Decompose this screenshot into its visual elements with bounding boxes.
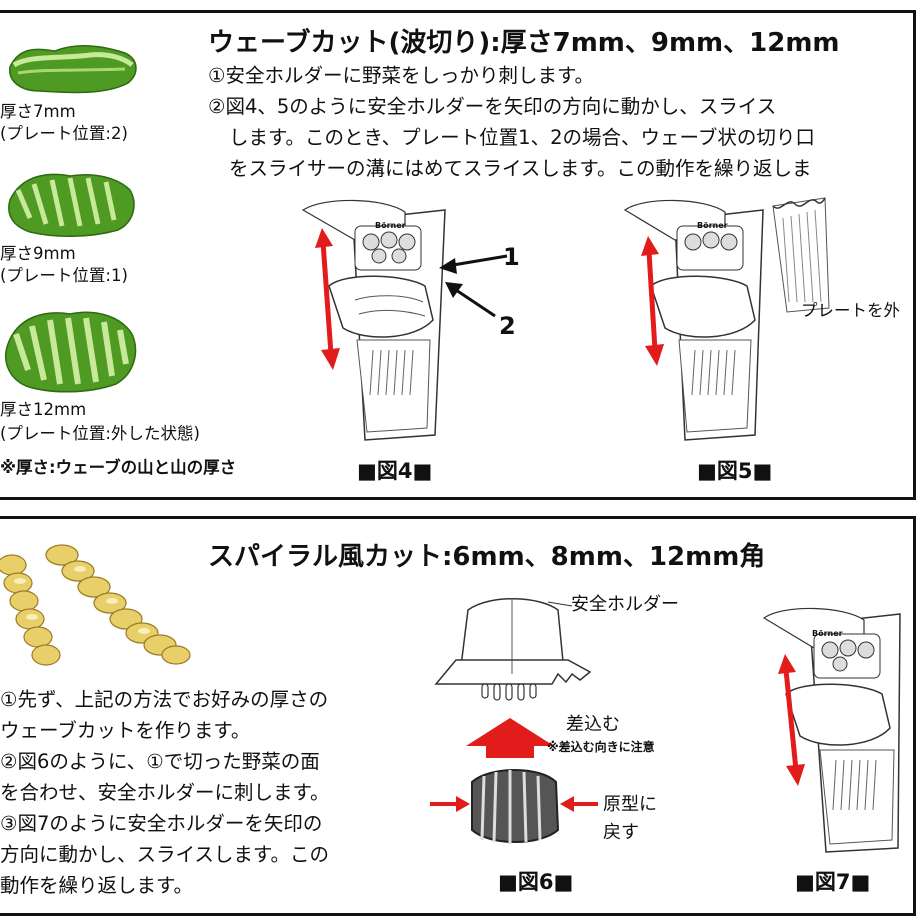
- figure-6-caption: ■図6■: [498, 870, 574, 894]
- wave-cut-panel: [0, 10, 916, 500]
- figure-6-holder-illustration: [430, 598, 598, 844]
- slice-9mm-thickness: 厚さ9mm: [0, 244, 76, 263]
- figure-7-slicer-illustration: [762, 607, 901, 853]
- spiral-step-2-line-1: ②図6のように、①で切った野菜の面: [0, 750, 320, 773]
- slice-9mm-plate: (プレート位置:1): [0, 266, 128, 285]
- safety-holder-label: 安全ホルダー: [571, 594, 679, 615]
- spiral-step-1-line-1: ①先ず、上記の方法でお好みの厚さの: [0, 688, 329, 711]
- slice-7mm-thickness: 厚さ7mm: [0, 102, 76, 121]
- spiral-cut-panel: [0, 516, 916, 916]
- spiral-step-1-line-2: ウェーブカットを作ります。: [0, 719, 251, 742]
- spiral-step-3-line-1: ③図7のように安全ホルダーを矢印の: [0, 812, 323, 835]
- cucumber-slice-7mm-image: [9, 45, 137, 94]
- insert-label: 差込む: [566, 714, 620, 735]
- cucumber-slice-9mm-image: [8, 173, 135, 237]
- figure-4-caption: ■図4■: [357, 459, 433, 483]
- wave-step-2-line-3: をスライサーの溝にはめてスライスします。この動作を繰り返しま: [229, 157, 812, 180]
- slice-7mm-plate: (プレート位置:2): [0, 124, 128, 143]
- wave-cut-title: ウェーブカット(波切り):厚さ7mm、9mm、12mm: [208, 28, 840, 58]
- figure-4-slicer-illustration: [301, 199, 508, 441]
- figure-4-label-2: 2: [499, 312, 516, 340]
- cucumber-slice-12mm-image: [5, 311, 137, 393]
- spiral-cut-title: スパイラル風カット:6mm、8mm、12mm角: [208, 542, 766, 572]
- slice-12mm-plate: (プレート位置:外した状態): [0, 424, 200, 443]
- wave-step-2-line-2: します。このとき、プレート位置1、2の場合、ウェーブ状の切り口: [229, 126, 815, 149]
- figure-7-caption: ■図7■: [795, 870, 871, 894]
- spiral-step-3-line-3: 動作を繰り返します。: [0, 874, 194, 897]
- figure-5-brand-logo: Börner: [697, 221, 728, 230]
- thickness-note: ※厚さ:ウェーブの山と山の厚さ: [0, 458, 237, 477]
- potato-spiral-image: [0, 544, 191, 666]
- figure-5-caption: ■図5■: [697, 459, 773, 483]
- insert-direction-note: ※差込む向きに注意: [547, 740, 655, 754]
- spiral-step-3-line-2: 方向に動かし、スライスします。この: [0, 843, 329, 866]
- slice-12mm-thickness: 厚さ12mm: [0, 400, 87, 419]
- restore-label-line-1: 原型に: [603, 794, 657, 815]
- figure-4-label-1: 1: [503, 243, 520, 271]
- figure-5-slicer-illustration: [623, 197, 830, 441]
- spiral-step-2-line-2: を合わせ、安全ホルダーに刺します。: [0, 781, 330, 804]
- figure-4-brand-logo: Börner: [375, 221, 406, 230]
- wave-step-2-line-1: ②図4、5のように安全ホルダーを矢印の方向に動かし、スライス: [208, 95, 777, 118]
- figure-7-brand-logo: Börner: [812, 629, 843, 638]
- restore-label-line-2: 戻す: [603, 822, 639, 843]
- wave-step-1: ①安全ホルダーに野菜をしっかり刺します。: [208, 64, 595, 87]
- plate-removed-label: プレートを外: [801, 301, 900, 320]
